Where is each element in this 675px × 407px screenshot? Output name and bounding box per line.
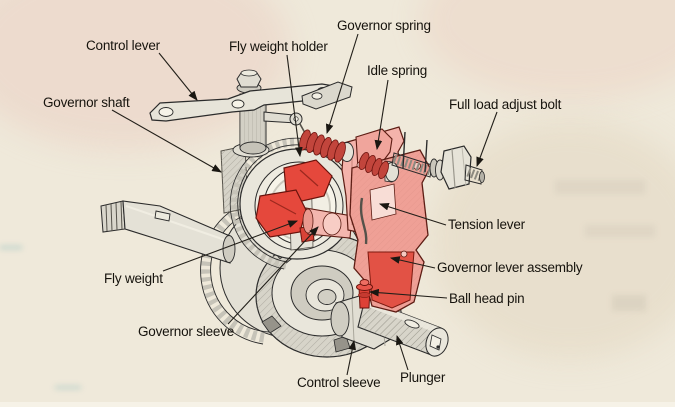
leader-lines [111, 33, 498, 376]
label-governor-spring: Governor spring [337, 18, 431, 33]
label-tension-lever: Tension lever [448, 217, 525, 232]
label-governor-sleeve: Governor sleeve [138, 324, 235, 339]
label-fly-weight: Fly weight [104, 271, 163, 286]
stop-plate-tab [301, 81, 353, 110]
governor-shaft-part [100, 200, 236, 264]
full-load-adjust-bolt-part [391, 131, 485, 190]
ball-head-pin-part [356, 279, 373, 309]
page-edge [0, 402, 675, 407]
governor-lever-assembly-part [341, 126, 431, 313]
label-full-load-adjust-bolt: Full load adjust bolt [449, 97, 562, 112]
spring-anchor-arm [263, 111, 306, 134]
label-control-lever: Control lever [86, 38, 160, 53]
label-governor-shaft: Governor shaft [43, 95, 130, 110]
control-lever-part [149, 69, 342, 158]
label-ball-head-pin: Ball head pin [449, 291, 525, 306]
plunger-part [357, 298, 449, 357]
label-control-sleeve: Control sleeve [297, 375, 381, 390]
governor-spring-part [299, 129, 354, 163]
label-fly-weight-holder: Fly weight holder [229, 39, 328, 54]
label-plunger: Plunger [400, 370, 446, 385]
idle-spring-part [358, 152, 399, 183]
label-governor-lever-assembly: Governor lever assembly [437, 260, 583, 275]
label-idle-spring: Idle spring [367, 63, 428, 78]
fly-weight-part [255, 159, 333, 243]
